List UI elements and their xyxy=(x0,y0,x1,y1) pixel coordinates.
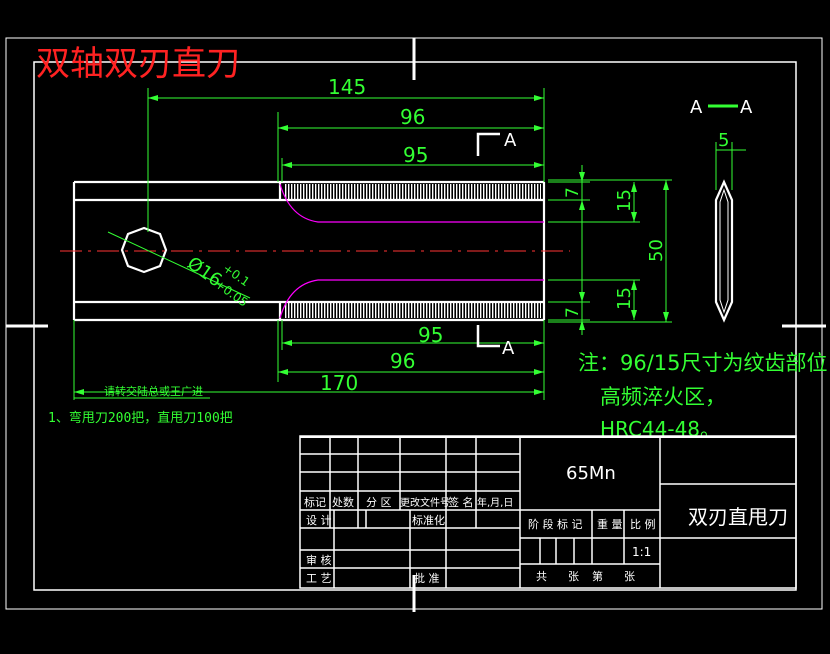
dim-96-top: 96 xyxy=(400,105,425,129)
tb-approve: 批 准 xyxy=(414,571,440,585)
dim-50: 50 xyxy=(646,239,667,262)
tb-review: 审 核 xyxy=(306,553,332,567)
tb-part-name: 双刃直甩刀 xyxy=(688,505,788,529)
blade-outline xyxy=(72,180,546,322)
tb-total: 共 xyxy=(536,570,547,583)
dim-section-width: 5 xyxy=(718,130,729,151)
tb-sign: 签 名 xyxy=(448,495,474,509)
dim-15-bottom: 15 xyxy=(614,287,635,310)
tb-count: 处数 xyxy=(332,496,354,509)
mounting-hole xyxy=(120,226,168,274)
dim-7-bottom: 7 xyxy=(563,307,583,318)
dim-15-top: 15 xyxy=(614,189,635,212)
tb-zone: 分 区 xyxy=(366,496,392,509)
tb-process: 工 艺 xyxy=(306,572,332,585)
tb-sheet-unit: 张 xyxy=(624,570,635,583)
tb-stage-mark: 阶 段 标 记 xyxy=(528,517,583,531)
note-line-2: 高频淬火区， xyxy=(600,385,726,409)
dim-95-bottom: 95 xyxy=(418,323,443,347)
serration-top xyxy=(285,184,541,199)
title-block-grid xyxy=(299,435,797,589)
section-label-top: A xyxy=(504,130,517,151)
note-small-label: 请转交陆总或王广进 xyxy=(104,384,203,398)
tb-material: 65Mn xyxy=(566,463,616,484)
note-quantity: 1、弯甩刀200把，直甩刀100把 xyxy=(48,410,233,426)
section-marker-bottom xyxy=(476,325,500,348)
tb-weight: 重 量 xyxy=(597,517,623,531)
tb-scale-value: 1:1 xyxy=(632,545,651,559)
section-view-inner xyxy=(719,188,729,314)
dim-96-bottom: 96 xyxy=(390,349,415,373)
tb-date: 年,月,日 xyxy=(477,496,513,509)
dim-95-top: 95 xyxy=(403,143,428,167)
dim-7-top: 7 xyxy=(563,187,583,198)
tb-change-doc: 更改文件号 xyxy=(400,496,450,509)
tb-mark: 标记 xyxy=(304,495,326,509)
dim-145: 145 xyxy=(328,75,366,99)
tb-design: 设 计 xyxy=(306,514,332,527)
dimension-lines xyxy=(73,88,746,400)
bevel-curve-top xyxy=(279,183,544,223)
serration-bottom xyxy=(285,303,541,318)
drawing-title: 双轴双刃直刀 xyxy=(36,44,240,84)
bevel-curve-bottom xyxy=(279,279,544,319)
tb-scale: 比 例 xyxy=(630,517,656,531)
section-marker-top xyxy=(476,132,500,156)
section-label-bottom: A xyxy=(502,338,515,359)
note-line-1: 注：96/15尺寸为纹齿部位 xyxy=(578,351,828,375)
section-view-label-left: A xyxy=(690,97,703,118)
tb-sheet-no: 第 xyxy=(592,569,603,583)
tb-sheets: 张 xyxy=(568,570,579,583)
dim-170: 170 xyxy=(320,371,358,395)
tb-standardize: 标准化 xyxy=(412,513,445,527)
section-view-profile xyxy=(714,179,734,323)
section-view-label-right: A xyxy=(740,97,753,118)
